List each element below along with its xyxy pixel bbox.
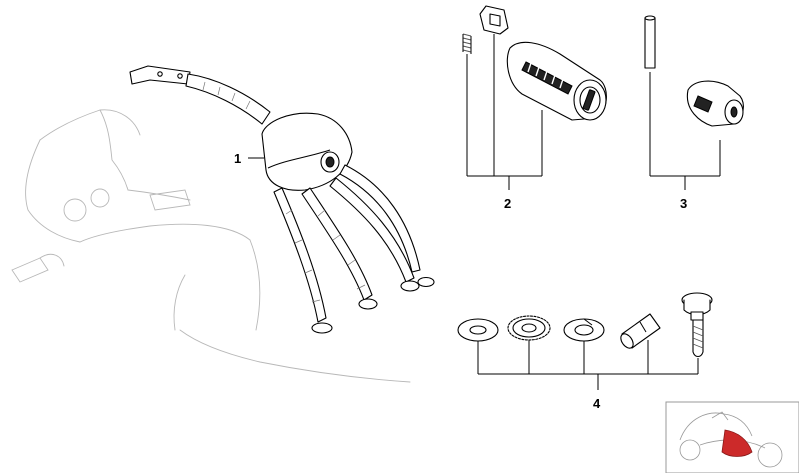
part-3-pin-and-cylinder — [644, 15, 744, 127]
callout-1-label: 1 — [234, 151, 241, 166]
callout-4-label: 4 — [593, 396, 601, 411]
split-washer-icon — [563, 318, 605, 342]
part-4-hardware-set — [457, 292, 713, 358]
vehicle-thumbnail — [665, 401, 799, 473]
sleeve-icon — [620, 313, 661, 349]
callout-2-label: 2 — [504, 196, 511, 211]
spring-icon — [462, 33, 472, 54]
screw-icon — [681, 292, 713, 358]
plain-washer-icon — [457, 318, 499, 342]
part-2-lock-cylinder — [462, 5, 607, 121]
callout-3-label: 3 — [680, 196, 687, 211]
part-1-strap-assembly — [129, 65, 435, 334]
ghost-vehicle-outline — [11, 109, 411, 383]
serrated-washer-icon — [507, 315, 551, 341]
